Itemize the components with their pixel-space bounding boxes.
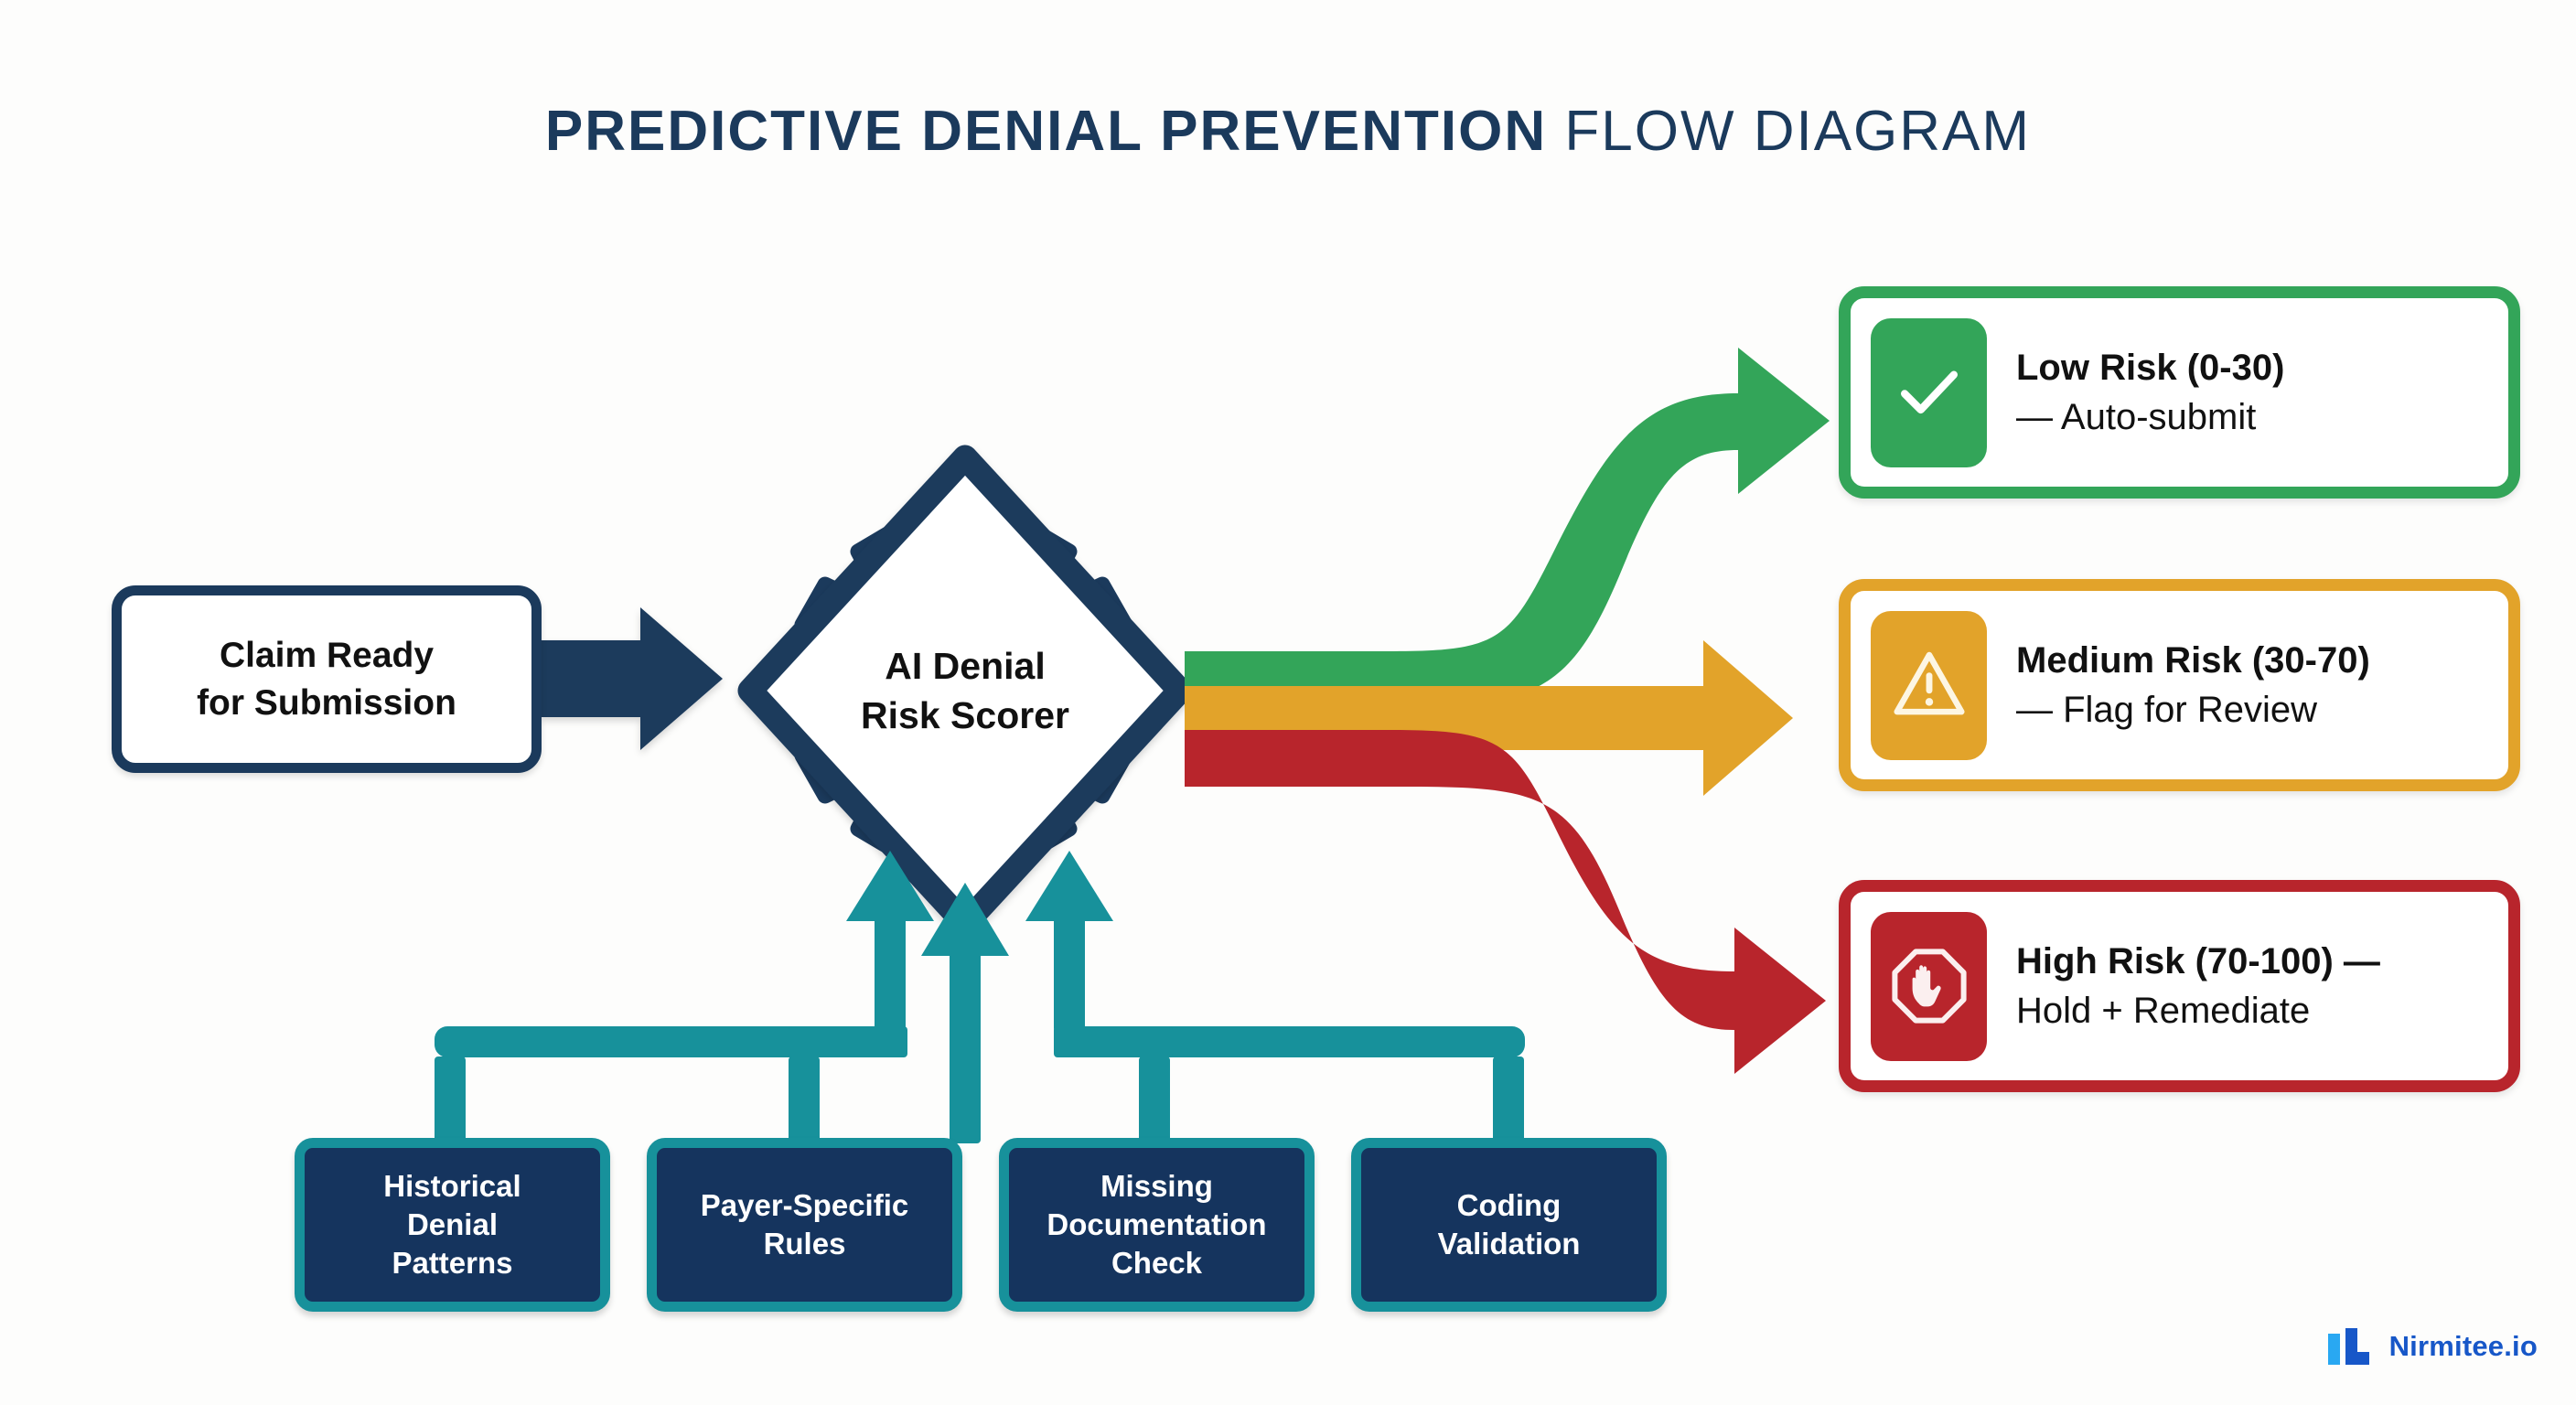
risk-card-high[interactable]: High Risk (70-100) — Hold + Remediate — [1839, 880, 2520, 1092]
stop-hand-icon — [1871, 911, 1987, 1061]
source-box-line1: Claim Ready — [219, 636, 435, 676]
input-line: Check — [1111, 1246, 1203, 1281]
risk-card-medium-title: Medium Risk (30-70) — [2016, 640, 2370, 681]
nirmitee-logo-mark — [2327, 1328, 2369, 1365]
arrow-low-risk — [1185, 348, 1830, 708]
processor-node[interactable]: AI Denial Risk Scorer — [736, 434, 1194, 947]
arrow-source-to-processor — [542, 607, 723, 750]
risk-card-medium-action: — Flag for Review — [2016, 690, 2317, 730]
risk-card-low-title: Low Risk (0-30) — [2016, 348, 2285, 388]
risk-card-low-text: Low Risk (0-30) — Auto-submit — [2016, 343, 2297, 442]
risk-card-medium-text: Medium Risk (30-70) — Flag for Review — [2016, 636, 2383, 735]
input-line: Missing — [1100, 1168, 1213, 1203]
input-connectors — [435, 851, 1525, 1143]
input-line: Validation — [1437, 1227, 1581, 1260]
input-line: Payer-Specific — [700, 1187, 909, 1222]
check-icon — [1871, 317, 1987, 467]
processor-line2: Risk Scorer — [861, 694, 1069, 736]
source-box-line2: for Submission — [197, 682, 456, 723]
input-box-missing-documentation-check[interactable]: Missing Documentation Check — [999, 1138, 1315, 1312]
risk-card-low-action: — Auto-submit — [2016, 397, 2257, 437]
arrow-high-risk — [1185, 730, 1826, 1074]
input-line: Coding — [1456, 1187, 1562, 1222]
input-line: Patterns — [392, 1246, 513, 1281]
page-title: PREDICTIVE DENIAL PREVENTION FLOW DIAGRA… — [0, 99, 2576, 164]
risk-card-high-title: High Risk (70-100) — — [2016, 941, 2380, 981]
brand-logo-text: Nirmitee.io — [2388, 1330, 2538, 1362]
brand-logo[interactable]: Nirmitee.io — [2326, 1326, 2538, 1367]
input-line: Historical — [383, 1168, 521, 1203]
input-box-payer-specific-rules[interactable]: Payer-Specific Rules — [647, 1138, 962, 1312]
input-line: Rules — [763, 1227, 846, 1260]
warning-triangle-icon — [1871, 610, 1987, 760]
input-box-historical-denial-patterns[interactable]: Historical Denial Patterns — [295, 1138, 610, 1312]
risk-card-high-text: High Risk (70-100) — Hold + Remediate — [2016, 937, 2393, 1035]
risk-card-medium[interactable]: Medium Risk (30-70) — Flag for Review — [1839, 579, 2520, 791]
processor-label: AI Denial Risk Scorer — [736, 434, 1194, 947]
input-box-coding-validation[interactable]: Coding Validation — [1351, 1138, 1667, 1312]
processor-line1: AI Denial — [885, 644, 1046, 687]
input-line: Denial — [406, 1207, 499, 1241]
page-title-light: FLOW DIAGRAM — [1547, 100, 2032, 163]
risk-card-high-action: Hold + Remediate — [2016, 991, 2311, 1031]
page-title-strong: PREDICTIVE DENIAL PREVENTION — [544, 100, 1548, 163]
arrow-medium-risk — [1185, 640, 1793, 796]
source-box[interactable]: Claim Ready for Submission — [112, 585, 542, 773]
input-line: Documentation — [1046, 1207, 1267, 1241]
risk-card-low[interactable]: Low Risk (0-30) — Auto-submit — [1839, 286, 2520, 499]
